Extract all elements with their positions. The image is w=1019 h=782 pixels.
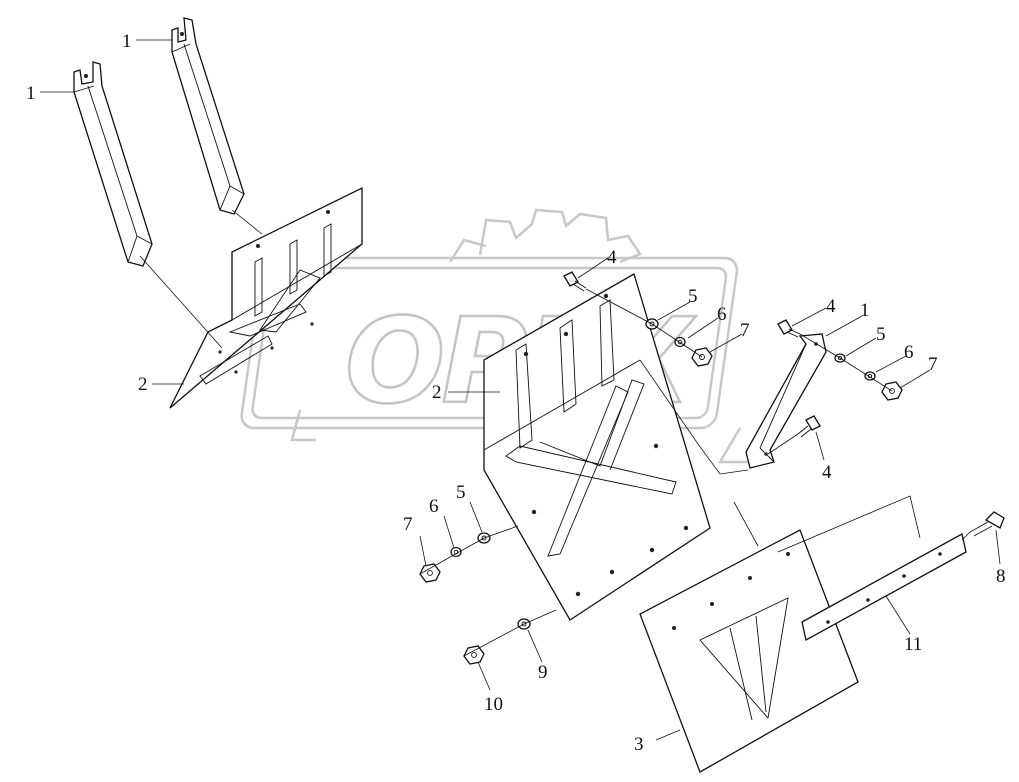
bolt-4-top <box>563 271 587 292</box>
part-11-strip <box>801 533 967 641</box>
callout-1: 1 <box>860 300 870 321</box>
callout-4: 4 <box>607 247 617 268</box>
callout-leaders <box>40 39 1001 741</box>
callout-6: 6 <box>904 342 914 363</box>
bolt-4-right-bottom <box>797 415 821 438</box>
bolt-4-right-top <box>777 319 801 338</box>
assembly-lines <box>139 209 971 657</box>
callout-4: 4 <box>822 462 832 483</box>
callout-7: 7 <box>403 514 413 535</box>
callout-1: 1 <box>26 83 36 104</box>
callout-10: 10 <box>484 694 503 715</box>
part-2-plate-center <box>483 273 711 621</box>
watermark-gear <box>478 208 642 264</box>
callout-4: 4 <box>826 296 836 317</box>
bolt-8 <box>969 511 1005 537</box>
nut-7-left <box>419 563 441 583</box>
part-1-bracket-side <box>745 333 827 469</box>
callout-1: 1 <box>122 31 132 52</box>
callout-6: 6 <box>717 304 727 325</box>
part-1-bracket-left <box>73 61 153 267</box>
part-2-plate-left <box>169 186 363 409</box>
callout-7: 7 <box>928 354 938 375</box>
callout-5: 5 <box>876 324 886 345</box>
callout-5: 5 <box>456 482 466 503</box>
part-3-plate-bottom <box>639 529 859 773</box>
callout-7: 7 <box>740 320 750 341</box>
lock-washer-6-left <box>450 546 462 558</box>
callout-11: 11 <box>904 634 922 655</box>
part-1-bracket-right <box>171 17 245 215</box>
callout-2: 2 <box>432 382 442 403</box>
nut-10 <box>463 645 485 665</box>
callout-6: 6 <box>429 496 439 517</box>
callout-8: 8 <box>996 566 1006 587</box>
callout-labels: 1 1 2 2 4 5 6 7 4 1 5 6 7 4 7 6 5 8 11 9… <box>26 31 1006 755</box>
callout-5: 5 <box>688 286 698 307</box>
callout-3: 3 <box>634 734 644 755</box>
callout-2: 2 <box>138 374 148 395</box>
callout-9: 9 <box>538 662 548 683</box>
